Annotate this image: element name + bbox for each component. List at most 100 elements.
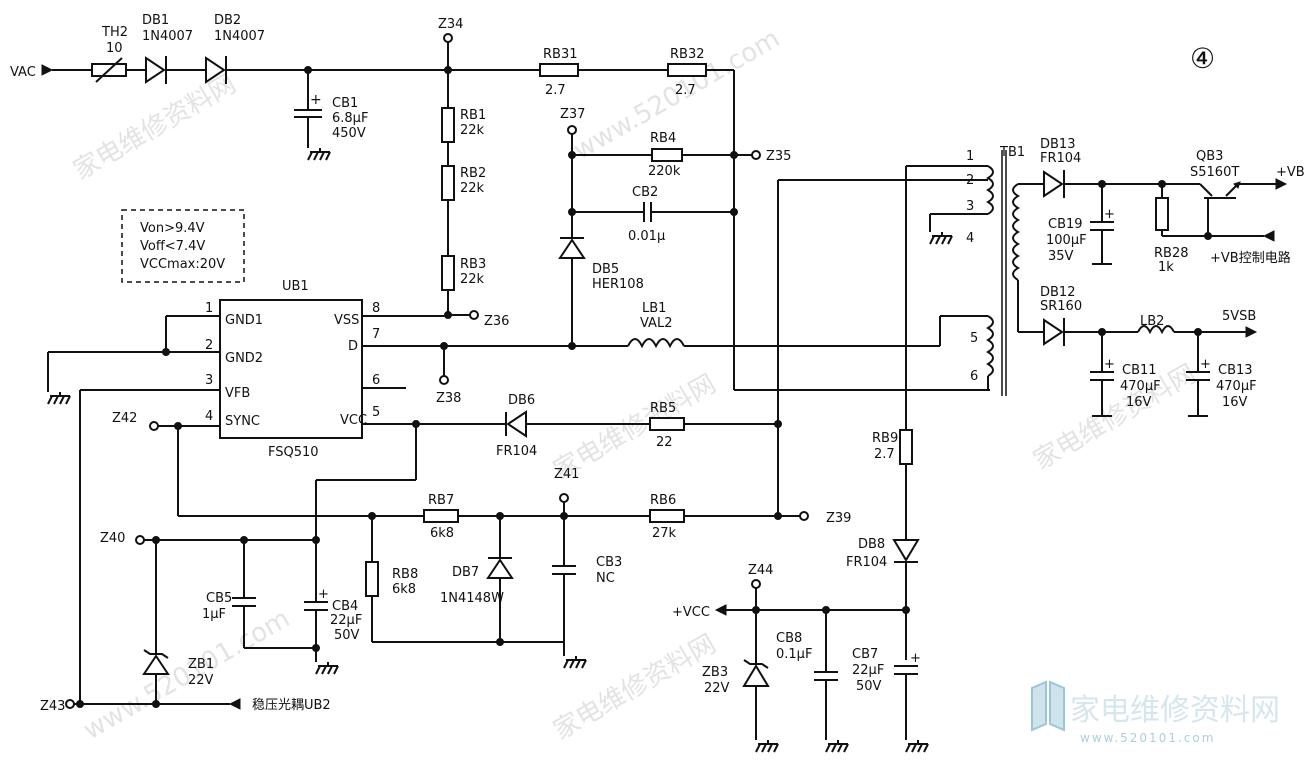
svg-text:+: + (318, 587, 329, 602)
svg-text:2.7: 2.7 (545, 83, 566, 98)
svg-text:CB11: CB11 (1122, 363, 1157, 378)
note-box: Von>9.4V Voff<7.4V VCCmax:20V (121, 209, 245, 283)
svg-text:www.520101.com: www.520101.com (79, 604, 296, 746)
svg-text:Z41: Z41 (554, 467, 579, 482)
svg-text:Z40: Z40 (100, 531, 125, 546)
svg-text:RB9: RB9 (872, 431, 898, 446)
svg-text:DB1: DB1 (142, 13, 169, 28)
svg-text:CB7: CB7 (852, 647, 878, 662)
svg-text:22k: 22k (460, 181, 485, 196)
svg-text:3: 3 (205, 373, 213, 388)
svg-text:TH2: TH2 (101, 25, 128, 40)
svg-text:家电维修资料网: 家电维修资料网 (1029, 359, 1202, 476)
svg-text:RB4: RB4 (650, 131, 676, 146)
svg-text:1: 1 (205, 301, 213, 316)
svg-text:Z36: Z36 (484, 314, 509, 329)
svg-text:2.7: 2.7 (874, 447, 895, 462)
svg-text:家电维修资料网: 家电维修资料网 (69, 69, 242, 186)
svg-text:CB5: CB5 (206, 591, 232, 606)
svg-text:RB8: RB8 (392, 567, 418, 582)
svg-text:RB6: RB6 (650, 493, 676, 508)
svg-text:22V: 22V (188, 673, 214, 688)
svg-text:2: 2 (205, 338, 213, 353)
svg-text:1N4007: 1N4007 (214, 29, 265, 44)
svg-text:Von>9.4V: Von>9.4V (140, 221, 205, 236)
svg-text:家电维修资料网: 家电维修资料网 (549, 629, 722, 746)
svg-text:HER108: HER108 (592, 277, 644, 292)
svg-text:VFB: VFB (225, 386, 250, 401)
svg-text:ZB3: ZB3 (702, 665, 728, 680)
svg-text:22V: 22V (704, 681, 730, 696)
svg-text:0.01μ: 0.01μ (628, 229, 665, 244)
svg-text:Z37: Z37 (560, 107, 585, 122)
svg-text:S5160T: S5160T (1190, 165, 1239, 180)
svg-text:DB8: DB8 (858, 537, 885, 552)
svg-text:8: 8 (372, 301, 380, 316)
svg-text:RB2: RB2 (460, 166, 486, 181)
svg-text:D: D (348, 339, 358, 354)
svg-text:FR104: FR104 (846, 555, 887, 570)
svg-text:VCC: VCC (340, 413, 367, 428)
svg-text:QB3: QB3 (1196, 149, 1223, 164)
svg-text:22k: 22k (460, 272, 485, 287)
svg-text:+VCC: +VCC (672, 605, 710, 620)
ic-ub1: UB1 FSQ510 GND1 GND2 VFB SYNC 1 2 3 4 VS… (47, 279, 628, 704)
svg-text:470μF: 470μF (1216, 379, 1257, 394)
svg-text:6: 6 (970, 369, 978, 384)
svg-text:CB3: CB3 (596, 555, 622, 570)
svg-text:1N4007: 1N4007 (142, 29, 193, 44)
svg-text:27k: 27k (652, 526, 677, 541)
svg-text:VAL2: VAL2 (640, 316, 672, 331)
svg-text:1: 1 (966, 149, 974, 164)
svg-text:DB6: DB6 (508, 393, 535, 408)
svg-text:DB7: DB7 (452, 565, 479, 580)
svg-text:+: + (310, 92, 322, 108)
svg-text:SR160: SR160 (1040, 299, 1082, 314)
vac-label: VAC (10, 65, 36, 80)
svg-text:450V: 450V (332, 126, 366, 141)
svg-text:CB4: CB4 (332, 599, 358, 614)
svg-text:10: 10 (106, 41, 123, 56)
svg-text:GND2: GND2 (225, 351, 263, 366)
svg-text:35V: 35V (1048, 249, 1074, 264)
svg-text:FR104: FR104 (496, 444, 537, 459)
svg-text:100μF: 100μF (1046, 233, 1087, 248)
svg-text:CB19: CB19 (1048, 217, 1083, 232)
svg-text:SYNC: SYNC (225, 414, 260, 429)
svg-text:FSQ510: FSQ510 (268, 445, 319, 460)
svg-text:RB3: RB3 (460, 257, 486, 272)
svg-text:0.1μF: 0.1μF (776, 647, 812, 662)
svg-text:50V: 50V (856, 679, 882, 694)
svg-text:50V: 50V (334, 628, 360, 643)
brand-logo: 家电维修资料网 www.520101.com (1031, 680, 1280, 745)
svg-text:Z35: Z35 (766, 149, 791, 164)
svg-text:22k: 22k (460, 123, 485, 138)
circle-number: ④ (1190, 42, 1215, 75)
svg-text:DB5: DB5 (592, 262, 619, 277)
svg-text:+VB控制电路: +VB控制电路 (1210, 250, 1291, 266)
svg-text:家电维修资料网: 家电维修资料网 (1070, 693, 1280, 728)
svg-text:+: + (1104, 207, 1115, 222)
svg-text:RB1: RB1 (460, 108, 486, 123)
svg-text:VCCmax:20V: VCCmax:20V (140, 257, 225, 272)
svg-text:CB2: CB2 (632, 185, 658, 200)
svg-text:22μF: 22μF (330, 613, 362, 628)
svg-text:+: + (910, 651, 921, 666)
svg-text:2: 2 (966, 173, 974, 188)
svg-text:Z44: Z44 (748, 563, 773, 578)
svg-text:5: 5 (970, 331, 978, 346)
svg-text:ZB1: ZB1 (188, 657, 214, 672)
svg-text:5VSB: 5VSB (1222, 309, 1256, 324)
svg-text:4: 4 (966, 231, 974, 246)
transformer-tb1: TB1 1 2 3 4 5 6 (906, 145, 1044, 396)
svg-text:6: 6 (372, 373, 380, 388)
svg-text:RB28: RB28 (1154, 246, 1189, 261)
